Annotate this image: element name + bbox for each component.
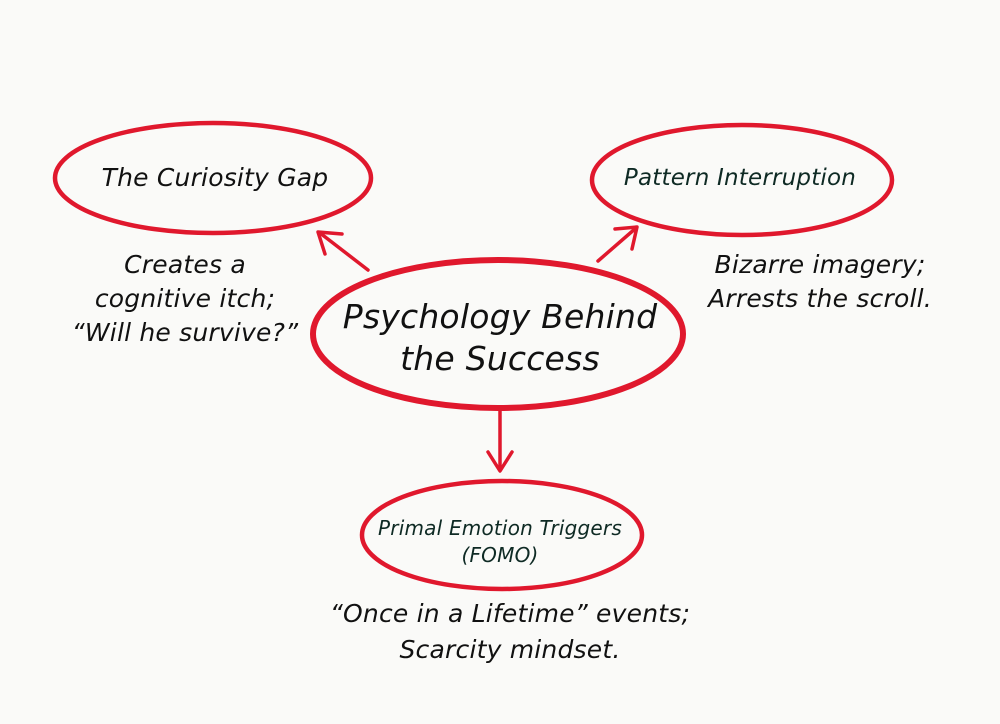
node-ellipse-primal bbox=[359, 478, 645, 592]
note-pattern-interruption: Bizarre imagery; Arrests the scroll. bbox=[690, 248, 950, 316]
note-primal-emotion-triggers: “Once in a Lifetime” events; Scarcity mi… bbox=[320, 596, 700, 668]
note-line: Creates a bbox=[124, 250, 246, 279]
node-curiosity-gap: The Curiosity Gap bbox=[101, 163, 329, 192]
note-line: “Once in a Lifetime” events; bbox=[329, 599, 691, 628]
center-title-line2: the Success bbox=[400, 339, 600, 378]
primal-label-line1: Primal Emotion Triggers bbox=[378, 516, 622, 540]
arrow-to-pattern bbox=[596, 225, 639, 263]
node-ellipse-pattern bbox=[589, 122, 895, 238]
node-ellipse-curiosity bbox=[52, 120, 374, 236]
primal-label-line2: (FOMO) bbox=[461, 543, 539, 567]
node-pattern-interruption: Pattern Interruption bbox=[623, 165, 857, 191]
note-curiosity-gap: Creates a cognitive itch; “Will he survi… bbox=[40, 248, 330, 350]
note-line: Arrests the scroll. bbox=[708, 284, 932, 313]
note-line: Bizarre imagery; bbox=[714, 250, 926, 279]
node-ellipse-center bbox=[310, 257, 686, 411]
node-center: Psychology Behind the Success bbox=[320, 296, 680, 380]
arrow-to-primal bbox=[486, 406, 514, 473]
center-title-line1: Psychology Behind bbox=[342, 297, 658, 336]
note-line: “Will he survive?” bbox=[71, 318, 299, 347]
node-primal-emotion-triggers: Primal Emotion Triggers (FOMO) bbox=[360, 515, 640, 569]
note-line: Scarcity mindset. bbox=[399, 635, 621, 664]
note-line: cognitive itch; bbox=[94, 284, 276, 313]
arrow-to-curiosity bbox=[316, 230, 370, 272]
